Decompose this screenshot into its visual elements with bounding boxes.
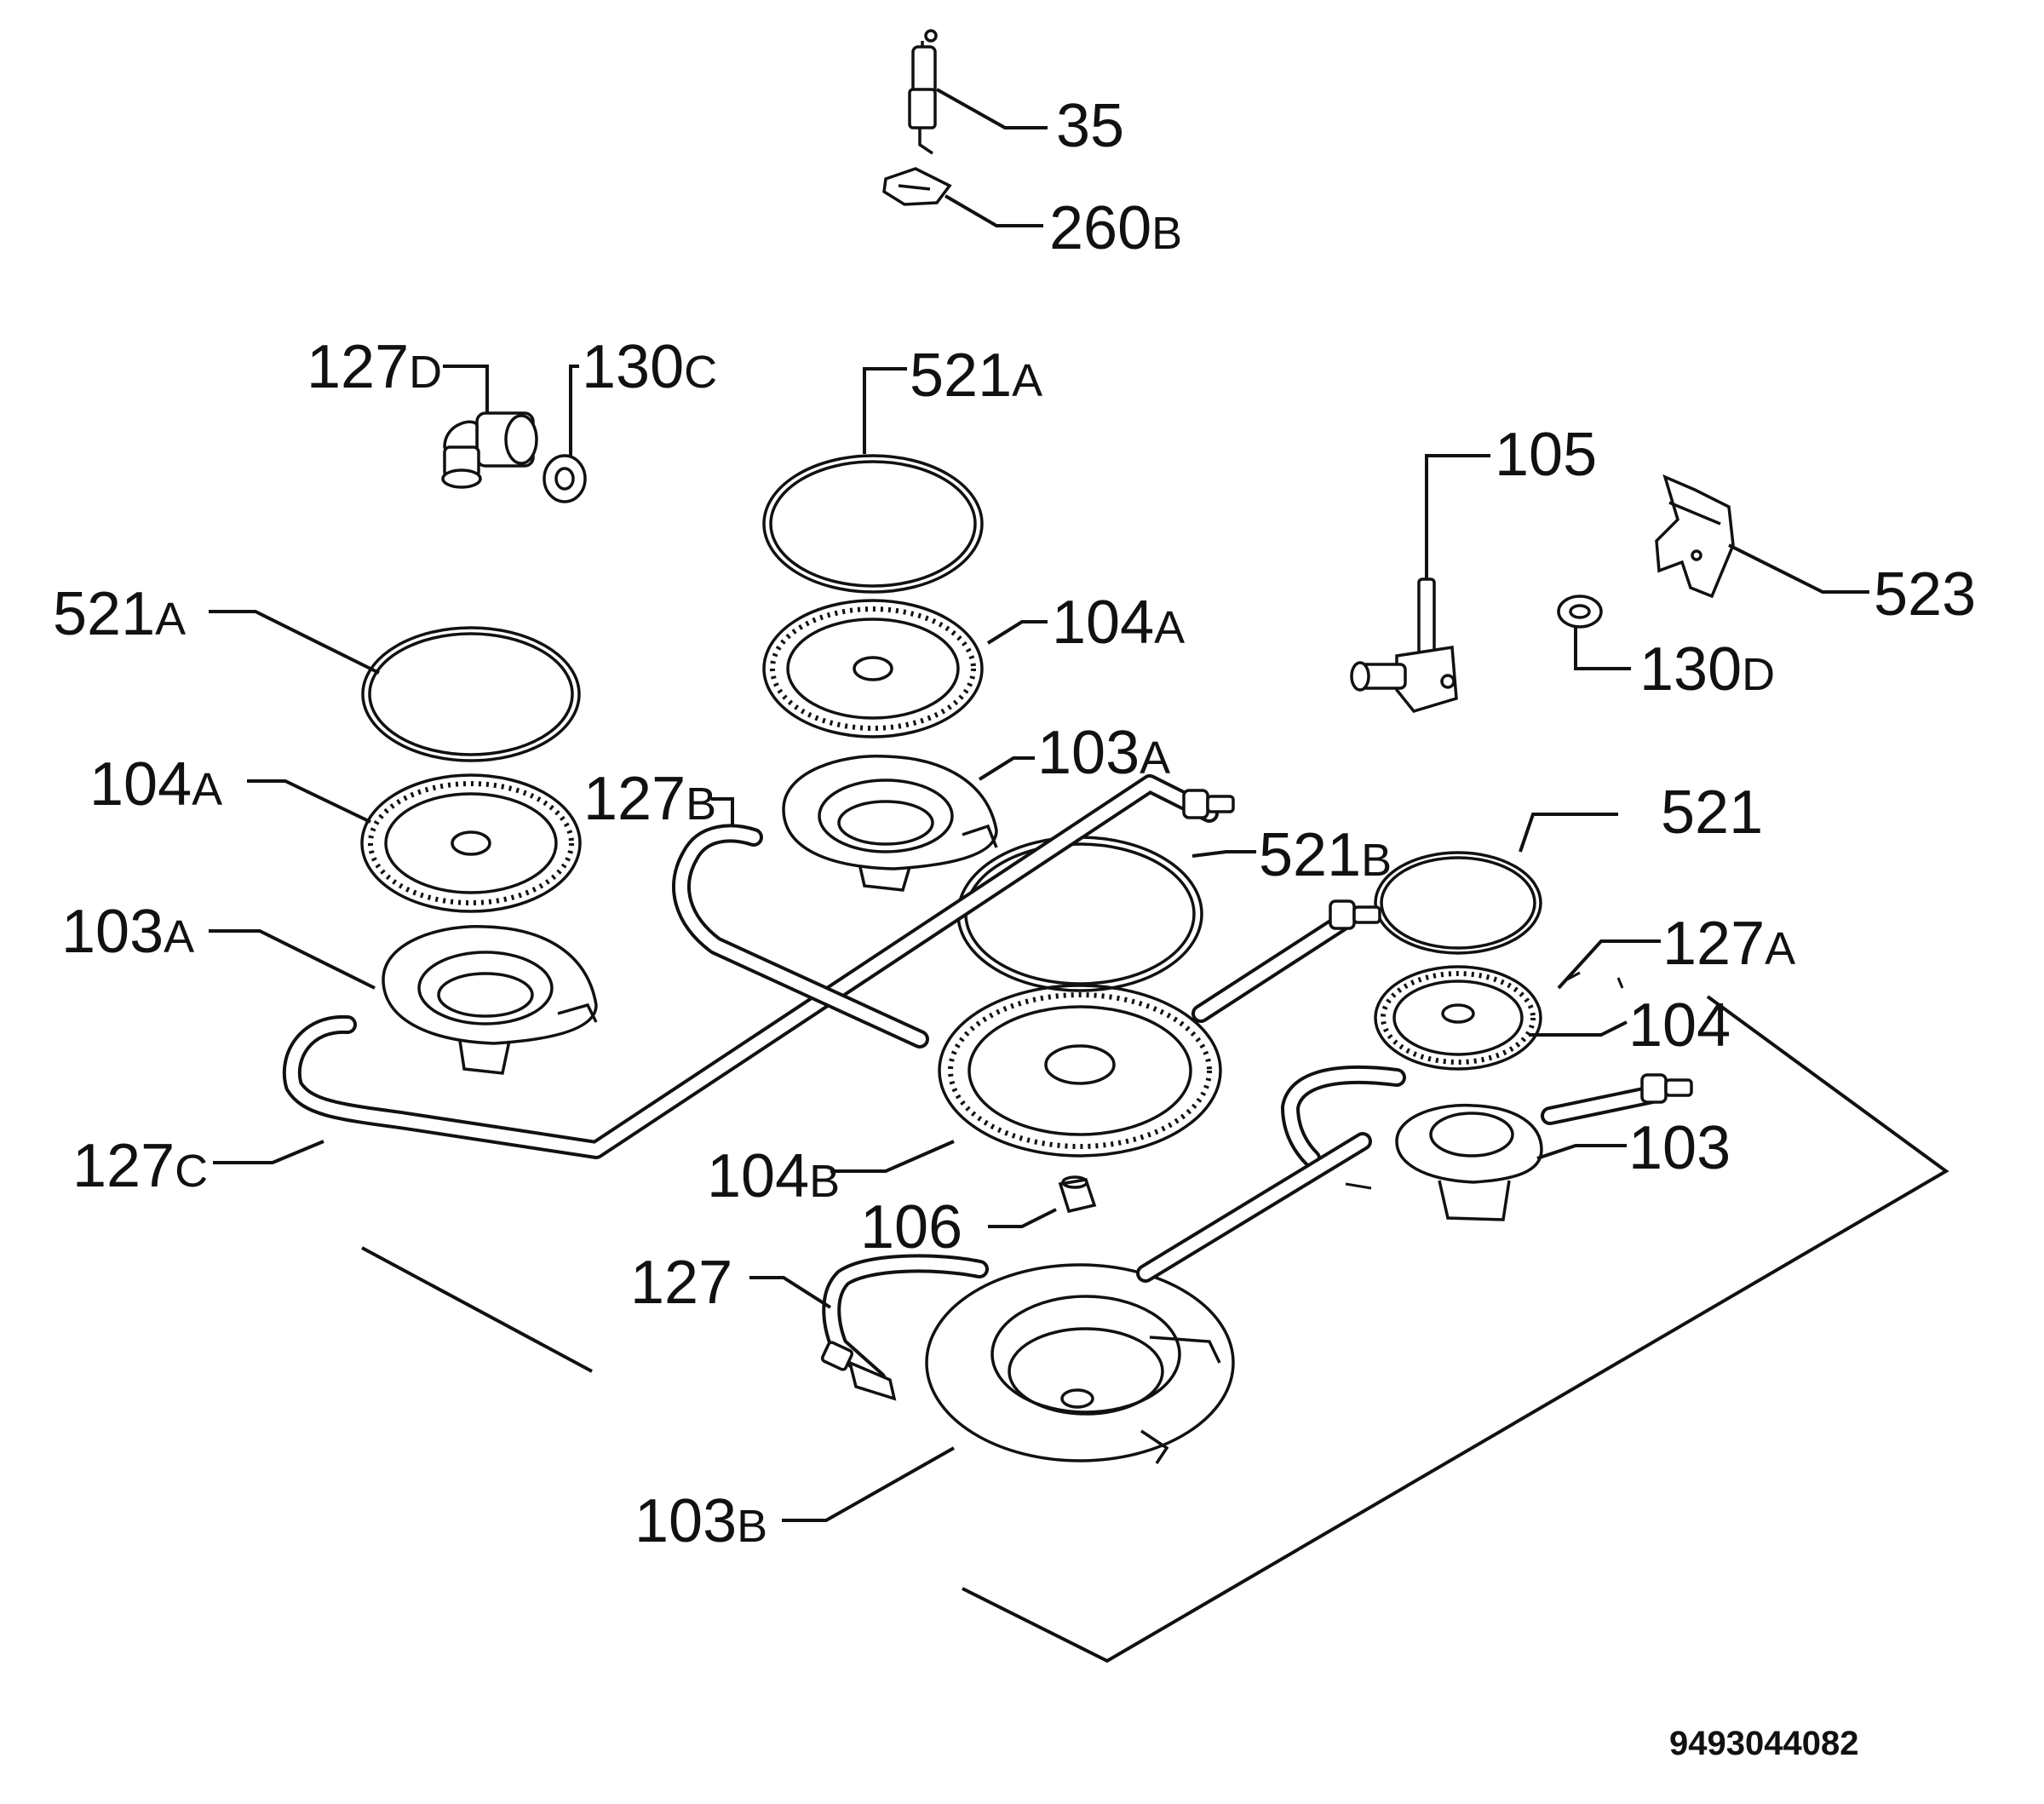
leader-lines — [209, 88, 1869, 1522]
burner-cap-521 — [1374, 851, 1542, 955]
label-104a-mid: 104A — [1052, 589, 1185, 657]
label-104: 104 — [1628, 991, 1731, 1060]
label-103: 103 — [1628, 1114, 1731, 1182]
burner-cap-521a-left — [361, 626, 581, 762]
burner-base-103a-left — [382, 924, 598, 1075]
label-105: 105 — [1495, 421, 1597, 489]
label-127d: 127D — [307, 333, 442, 401]
label-127b: 127B — [583, 765, 716, 833]
label-521: 521 — [1661, 778, 1763, 847]
burner-base-103b — [925, 1263, 1235, 1464]
label-104b: 104B — [707, 1142, 840, 1210]
seal-ring-130c — [543, 454, 587, 503]
label-104a-left: 104A — [89, 750, 222, 819]
clip-260b — [882, 167, 952, 206]
label-521a-top: 521A — [910, 342, 1042, 410]
label-521a-left: 521A — [53, 580, 186, 648]
label-106: 106 — [860, 1193, 962, 1261]
document-number: 9493044082 — [1669, 1725, 1858, 1762]
flame-spreader-104b — [938, 984, 1222, 1158]
gas-tube-127-right — [1136, 1065, 1693, 1283]
gas-tube-127 — [820, 1254, 989, 1401]
gas-tube-127c — [282, 774, 1235, 1159]
label-127a: 127A — [1662, 910, 1795, 978]
injector-106 — [1058, 1175, 1097, 1214]
flame-spreader-104 — [1374, 965, 1542, 1071]
flame-spreader-104a-mid — [762, 599, 984, 738]
gas-tap-105 — [1350, 577, 1458, 714]
elbow-fitting-127d — [441, 411, 538, 489]
spark-electrode-35 — [908, 29, 938, 155]
label-521b: 521B — [1259, 821, 1392, 889]
label-103b: 103B — [634, 1487, 767, 1555]
burner-base-103a-mid — [782, 754, 998, 892]
hob-outline — [361, 995, 1949, 1663]
bracket-523 — [1655, 474, 1735, 599]
gas-tube-127a — [1191, 899, 1624, 1023]
label-130d: 130D — [1639, 635, 1775, 704]
label-127c: 127C — [72, 1132, 208, 1200]
flame-spreader-104a-left — [360, 773, 582, 913]
label-523: 523 — [1874, 560, 1976, 629]
label-103a-left: 103A — [61, 898, 194, 966]
label-127: 127 — [630, 1249, 732, 1317]
label-103a-mid: 103A — [1037, 719, 1170, 787]
label-35: 35 — [1056, 92, 1124, 160]
label-130c: 130C — [582, 333, 717, 401]
gas-tube-127b — [672, 824, 929, 1049]
label-260b: 260B — [1049, 194, 1182, 262]
burner-cap-521b — [956, 836, 1203, 992]
part-labels: 35 260B 127D 130C 521A 105 521A 104A 523… — [53, 92, 1976, 1555]
seal-ring-130d — [1557, 595, 1603, 629]
burner-base-103 — [1395, 1103, 1543, 1221]
burner-cap-521a-mid — [762, 454, 984, 594]
